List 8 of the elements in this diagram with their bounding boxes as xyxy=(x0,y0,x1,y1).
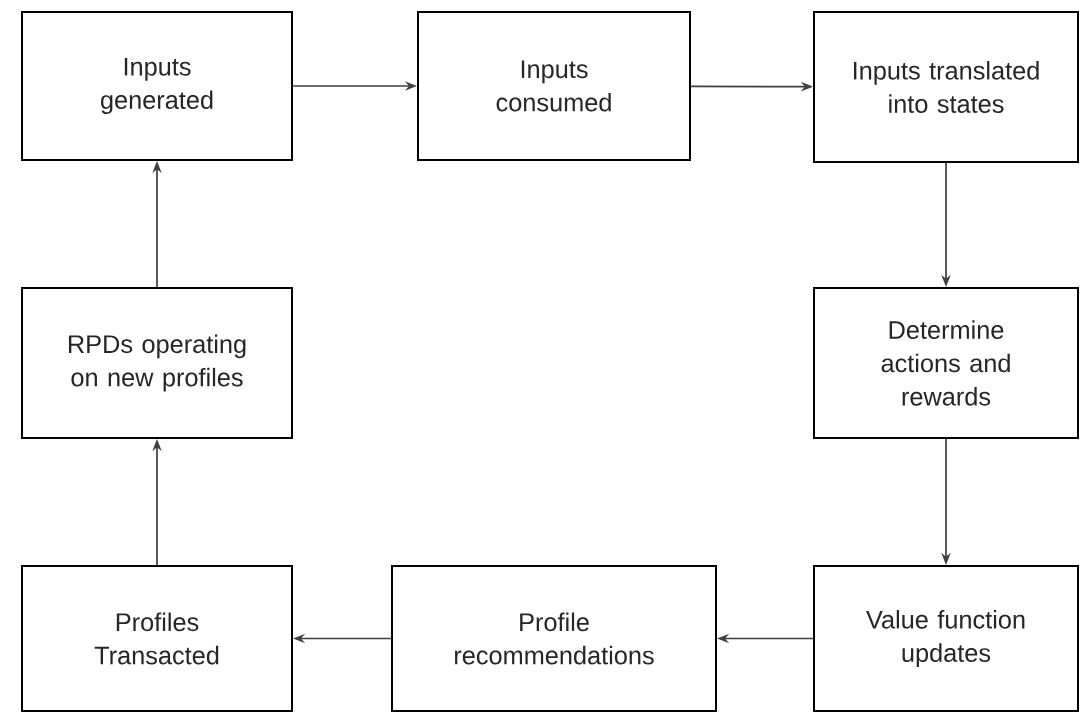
process-box: Inputs consumed xyxy=(417,11,691,161)
process-box: RPDs operating on new profiles xyxy=(21,287,293,439)
process-box: Value function updates xyxy=(813,565,1079,712)
process-box: Determine actions and rewards xyxy=(813,287,1079,439)
process-box: Profiles Transacted xyxy=(21,565,293,712)
process-box: Profile recommendations xyxy=(391,565,717,712)
process-box: Inputs generated xyxy=(21,11,293,161)
process-box: Inputs translated into states xyxy=(813,11,1079,163)
